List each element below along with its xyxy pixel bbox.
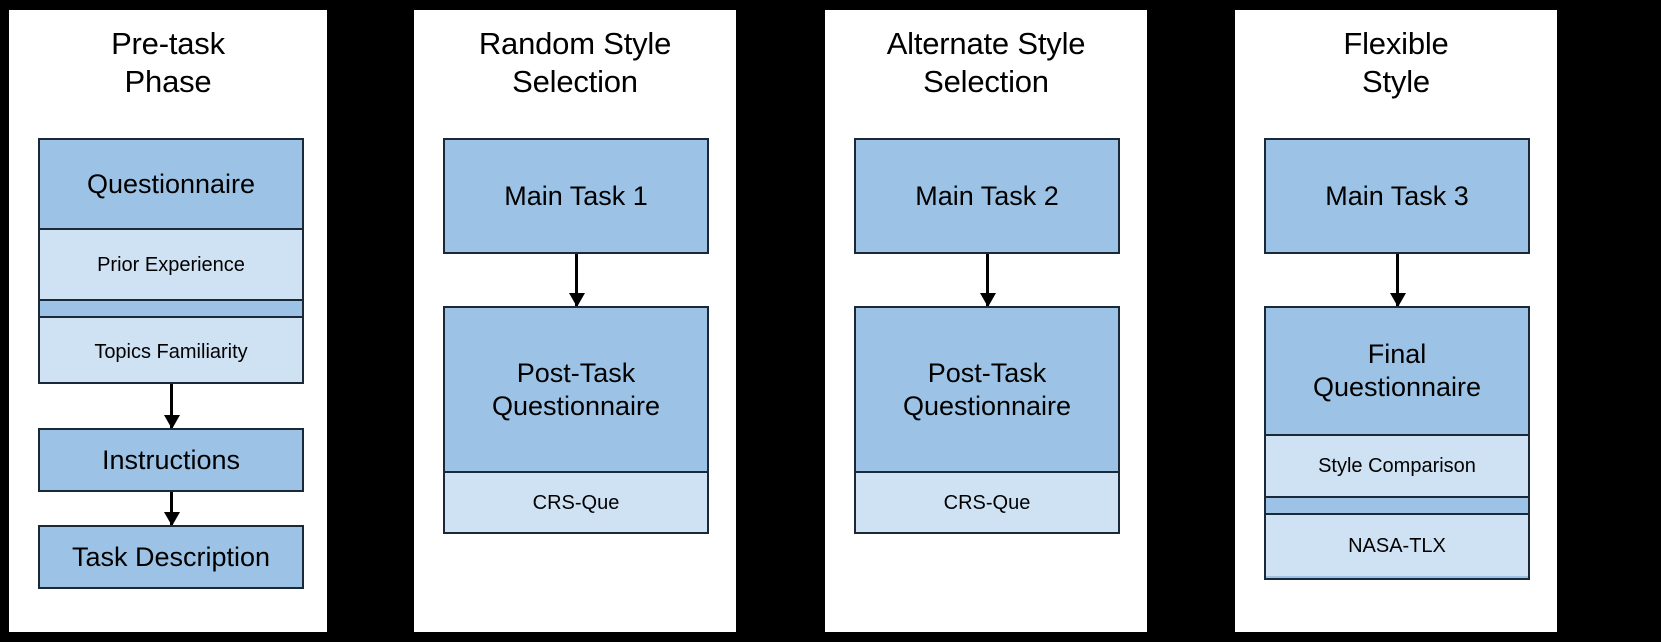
node-style-comparison[interactable]: Style Comparison xyxy=(1266,434,1528,496)
node-final-questionnaire-divider xyxy=(1266,496,1528,513)
node-prior-experience-label: Prior Experience xyxy=(97,253,245,276)
node-main-task-3-label: Main Task 3 xyxy=(1325,180,1469,211)
node-post-task-questionnaire-2-header: Post-Task Questionnaire xyxy=(856,308,1118,471)
node-prior-experience[interactable]: Prior Experience xyxy=(40,228,302,299)
node-topics-familiarity-label: Topics Familiarity xyxy=(94,341,248,363)
node-post-task-questionnaire-2[interactable]: Post-Task Questionnaire CRS-Que xyxy=(854,306,1120,534)
node-post-task-questionnaire-2-header-label: Post-Task Questionnaire xyxy=(902,357,1072,421)
node-nasa-tlx[interactable]: NASA-TLX xyxy=(1266,513,1528,576)
node-main-task-2-label: Main Task 2 xyxy=(915,180,1059,211)
panel-title-pre-task-phase: Pre-task Phase xyxy=(111,26,225,99)
arrow-main-task-1-to-post-task-questionnaire xyxy=(575,254,578,306)
panel-flexible-style: Flexible Style Main Task 3 Final Questio… xyxy=(1235,10,1557,632)
node-task-description[interactable]: Task Description xyxy=(38,525,304,589)
node-final-questionnaire-header-label: Final Questionnaire xyxy=(1312,339,1482,402)
panel-title-alternate-style-selection: Alternate Style Selection xyxy=(886,26,1086,99)
node-questionnaire[interactable]: Questionnaire Prior Experience Topics Fa… xyxy=(38,138,304,384)
node-final-questionnaire-header: Final Questionnaire xyxy=(1266,308,1528,434)
node-crs-que-2-label: CRS-Que xyxy=(943,491,1031,514)
panel-title-flexible-style: Flexible Style xyxy=(1343,26,1449,99)
panel-alternate-style-selection: Alternate Style Selection Main Task 2 Po… xyxy=(825,10,1147,632)
node-task-description-label: Task Description xyxy=(71,541,271,572)
node-final-questionnaire[interactable]: Final Questionnaire Style Comparison NAS… xyxy=(1264,306,1530,580)
node-style-comparison-label: Style Comparison xyxy=(1318,455,1476,477)
node-main-task-3[interactable]: Main Task 3 xyxy=(1264,138,1530,254)
node-post-task-questionnaire-1-header-label: Post-Task Questionnaire xyxy=(491,357,661,421)
node-questionnaire-divider xyxy=(40,299,302,316)
node-topics-familiarity[interactable]: Topics Familiarity xyxy=(40,316,302,382)
node-questionnaire-header: Questionnaire xyxy=(40,140,302,228)
arrow-main-task-3-to-final-questionnaire xyxy=(1396,254,1399,306)
panel-pre-task-phase: Pre-task Phase Questionnaire Prior Exper… xyxy=(9,10,327,632)
node-crs-que-2[interactable]: CRS-Que xyxy=(856,471,1118,532)
arrow-instructions-to-task-description xyxy=(170,492,173,525)
node-main-task-2[interactable]: Main Task 2 xyxy=(854,138,1120,254)
node-nasa-tlx-label: NASA-TLX xyxy=(1348,534,1446,557)
node-questionnaire-header-label: Questionnaire xyxy=(86,168,256,199)
node-main-task-1-label: Main Task 1 xyxy=(504,180,648,211)
node-crs-que-1-label: CRS-Que xyxy=(532,491,620,514)
node-post-task-questionnaire-1-header: Post-Task Questionnaire xyxy=(445,308,707,471)
panel-title-random-style-selection: Random Style Selection xyxy=(478,26,672,99)
node-main-task-1[interactable]: Main Task 1 xyxy=(443,138,709,254)
node-instructions[interactable]: Instructions xyxy=(38,428,304,492)
node-instructions-label: Instructions xyxy=(101,444,241,475)
arrow-main-task-2-to-post-task-questionnaire xyxy=(986,254,989,306)
node-crs-que-1[interactable]: CRS-Que xyxy=(445,471,707,532)
panel-random-style-selection: Random Style Selection Main Task 1 Post-… xyxy=(414,10,736,632)
arrow-questionnaire-to-instructions xyxy=(170,384,173,428)
node-post-task-questionnaire-1[interactable]: Post-Task Questionnaire CRS-Que xyxy=(443,306,709,534)
